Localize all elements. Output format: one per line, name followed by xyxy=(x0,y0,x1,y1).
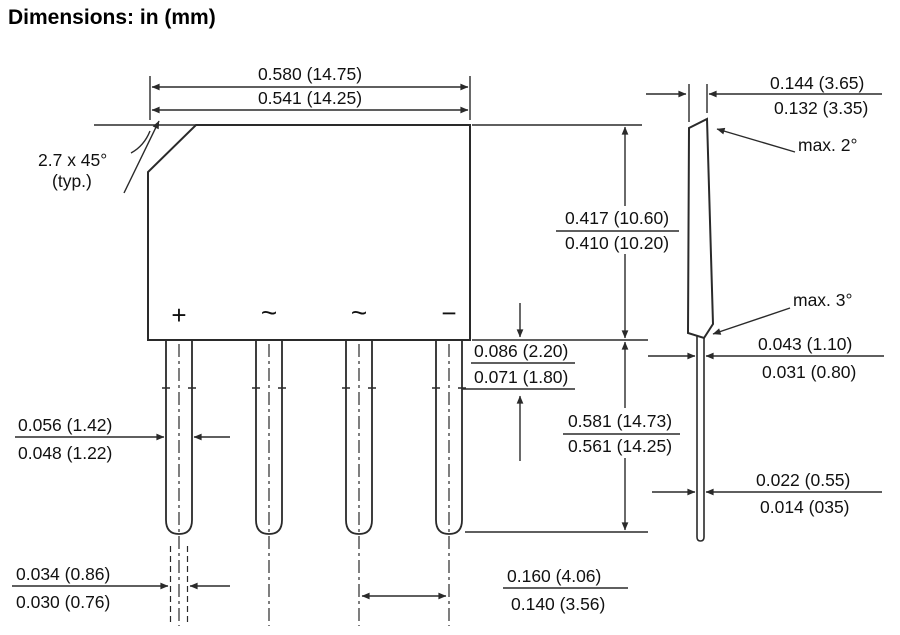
label-lead-width-min: 0.048 (1.22) xyxy=(18,443,112,463)
label-chamfer-size: 2.7 x 45° xyxy=(38,150,107,170)
drawing-lines xyxy=(12,76,884,626)
polarity-plus-mark: + xyxy=(171,300,186,330)
front-lead-3 xyxy=(345,341,373,535)
label-lead-length-min: 0.561 (14.25) xyxy=(568,436,672,456)
side-body-outline xyxy=(686,117,715,340)
label-max2-angle: max. 2° xyxy=(798,135,858,155)
chamfer-angle-arc xyxy=(130,130,151,154)
label-lead-thickness-min: 0.031 (0.80) xyxy=(762,362,856,382)
fraction-lines xyxy=(12,362,628,589)
label-max3-angle: max. 3° xyxy=(793,290,853,310)
label-mask-lead-length xyxy=(556,408,684,458)
label-lead-tip-width-min: 0.030 (0.76) xyxy=(16,592,110,612)
label-lead-pitch-max: 0.160 (4.06) xyxy=(507,566,601,586)
front-lead-1 xyxy=(165,341,193,535)
label-mask-body-height xyxy=(552,206,682,254)
extension-lines xyxy=(94,76,708,533)
label-lead-thickness-max: 0.043 (1.10) xyxy=(758,334,852,354)
polarity-minus-mark: − xyxy=(441,298,456,328)
side-lead xyxy=(696,334,705,542)
drawing-labels: 0.580 (14.75) 0.541 (14.25) 2.7 x 45° (t… xyxy=(16,64,868,614)
page-title: Dimensions: in (mm) xyxy=(8,6,216,29)
label-body-height-min: 0.410 (10.20) xyxy=(565,233,669,253)
label-body-width-min: 0.541 (14.25) xyxy=(258,88,362,108)
label-lead-length-max: 0.581 (14.73) xyxy=(568,411,672,431)
label-lead-tip-thickness-max: 0.022 (0.55) xyxy=(756,470,850,490)
leader-max2-angle xyxy=(716,127,796,153)
front-lead-4 xyxy=(435,341,463,535)
label-lead-tip-width-max: 0.034 (0.86) xyxy=(16,564,110,584)
front-lead-2 xyxy=(255,341,283,535)
label-body-thickness-min: 0.132 (3.35) xyxy=(774,98,868,118)
label-shoulder-max: 0.086 (2.20) xyxy=(474,341,568,361)
lead-tip-dashed-edges xyxy=(169,546,189,622)
label-chamfer-typ: (typ.) xyxy=(52,171,92,191)
lead-centerlines xyxy=(178,344,450,626)
polarity-ac2-mark: ~ xyxy=(351,297,367,328)
polarity-ac1-mark: ~ xyxy=(261,297,277,328)
label-body-height-max: 0.417 (10.60) xyxy=(565,208,669,228)
label-lead-width-max: 0.056 (1.42) xyxy=(18,415,112,435)
label-shoulder-min: 0.071 (1.80) xyxy=(474,367,568,387)
fraction-lines-over-masks xyxy=(556,230,680,435)
chamfer-leader-line xyxy=(123,120,160,194)
leader-max3-angle xyxy=(712,307,791,335)
label-lead-tip-thickness-min: 0.014 (035) xyxy=(760,497,850,517)
label-body-width-max: 0.580 (14.75) xyxy=(258,64,362,84)
front-body-outline xyxy=(147,124,471,341)
label-body-thickness-max: 0.144 (3.65) xyxy=(770,73,864,93)
label-lead-pitch-min: 0.140 (3.56) xyxy=(511,594,605,614)
